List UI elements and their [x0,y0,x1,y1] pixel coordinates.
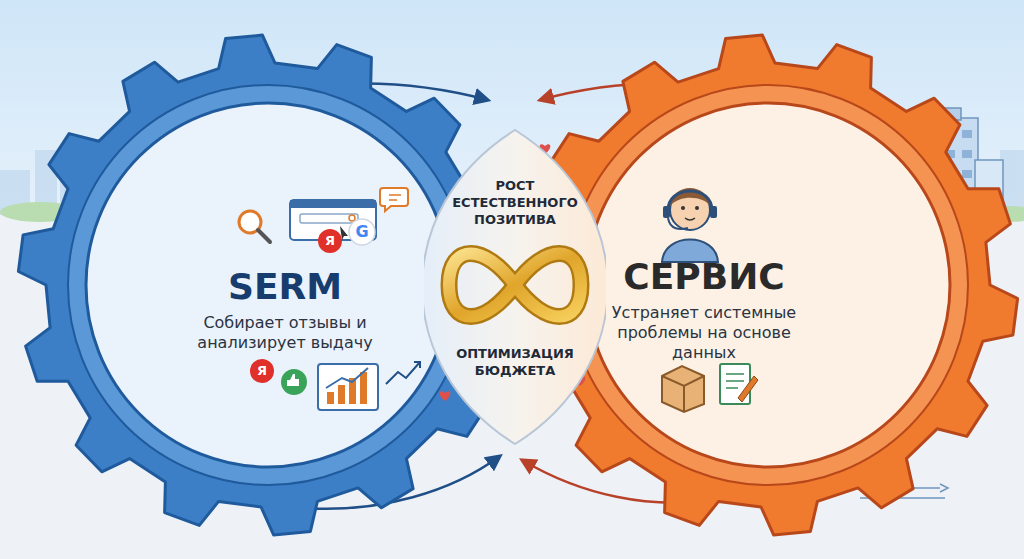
icon-letter: Я [251,360,273,382]
node-text: ОПТИМИЗАЦИЯ БЮДЖЕТА [438,346,592,380]
node-text: Устраняет системные проблемы на основе д… [586,303,822,363]
node-text: Собирает отзывы и анализирует выдачу [180,313,390,353]
icon-letter: G [351,221,373,243]
node-text: РОСТ ЕСТЕСТВЕННОГО ПОЗИТИВА [438,178,592,229]
lens-shape [424,128,606,446]
gear-node: СЕРВИС Устраняет системные проблемы на ос… [586,257,822,363]
gear-node: SERM Собирает отзывы и анализирует выдачу [180,267,390,353]
node-heading: СЕРВИС [586,257,822,297]
overlap-lens: РОСТ ЕСТЕСТВЕННОГО ПОЗИТИВА ОПТИМИЗАЦИЯ Б… [424,128,606,446]
icon-letter: Я [319,230,341,252]
node-heading: SERM [180,267,390,307]
